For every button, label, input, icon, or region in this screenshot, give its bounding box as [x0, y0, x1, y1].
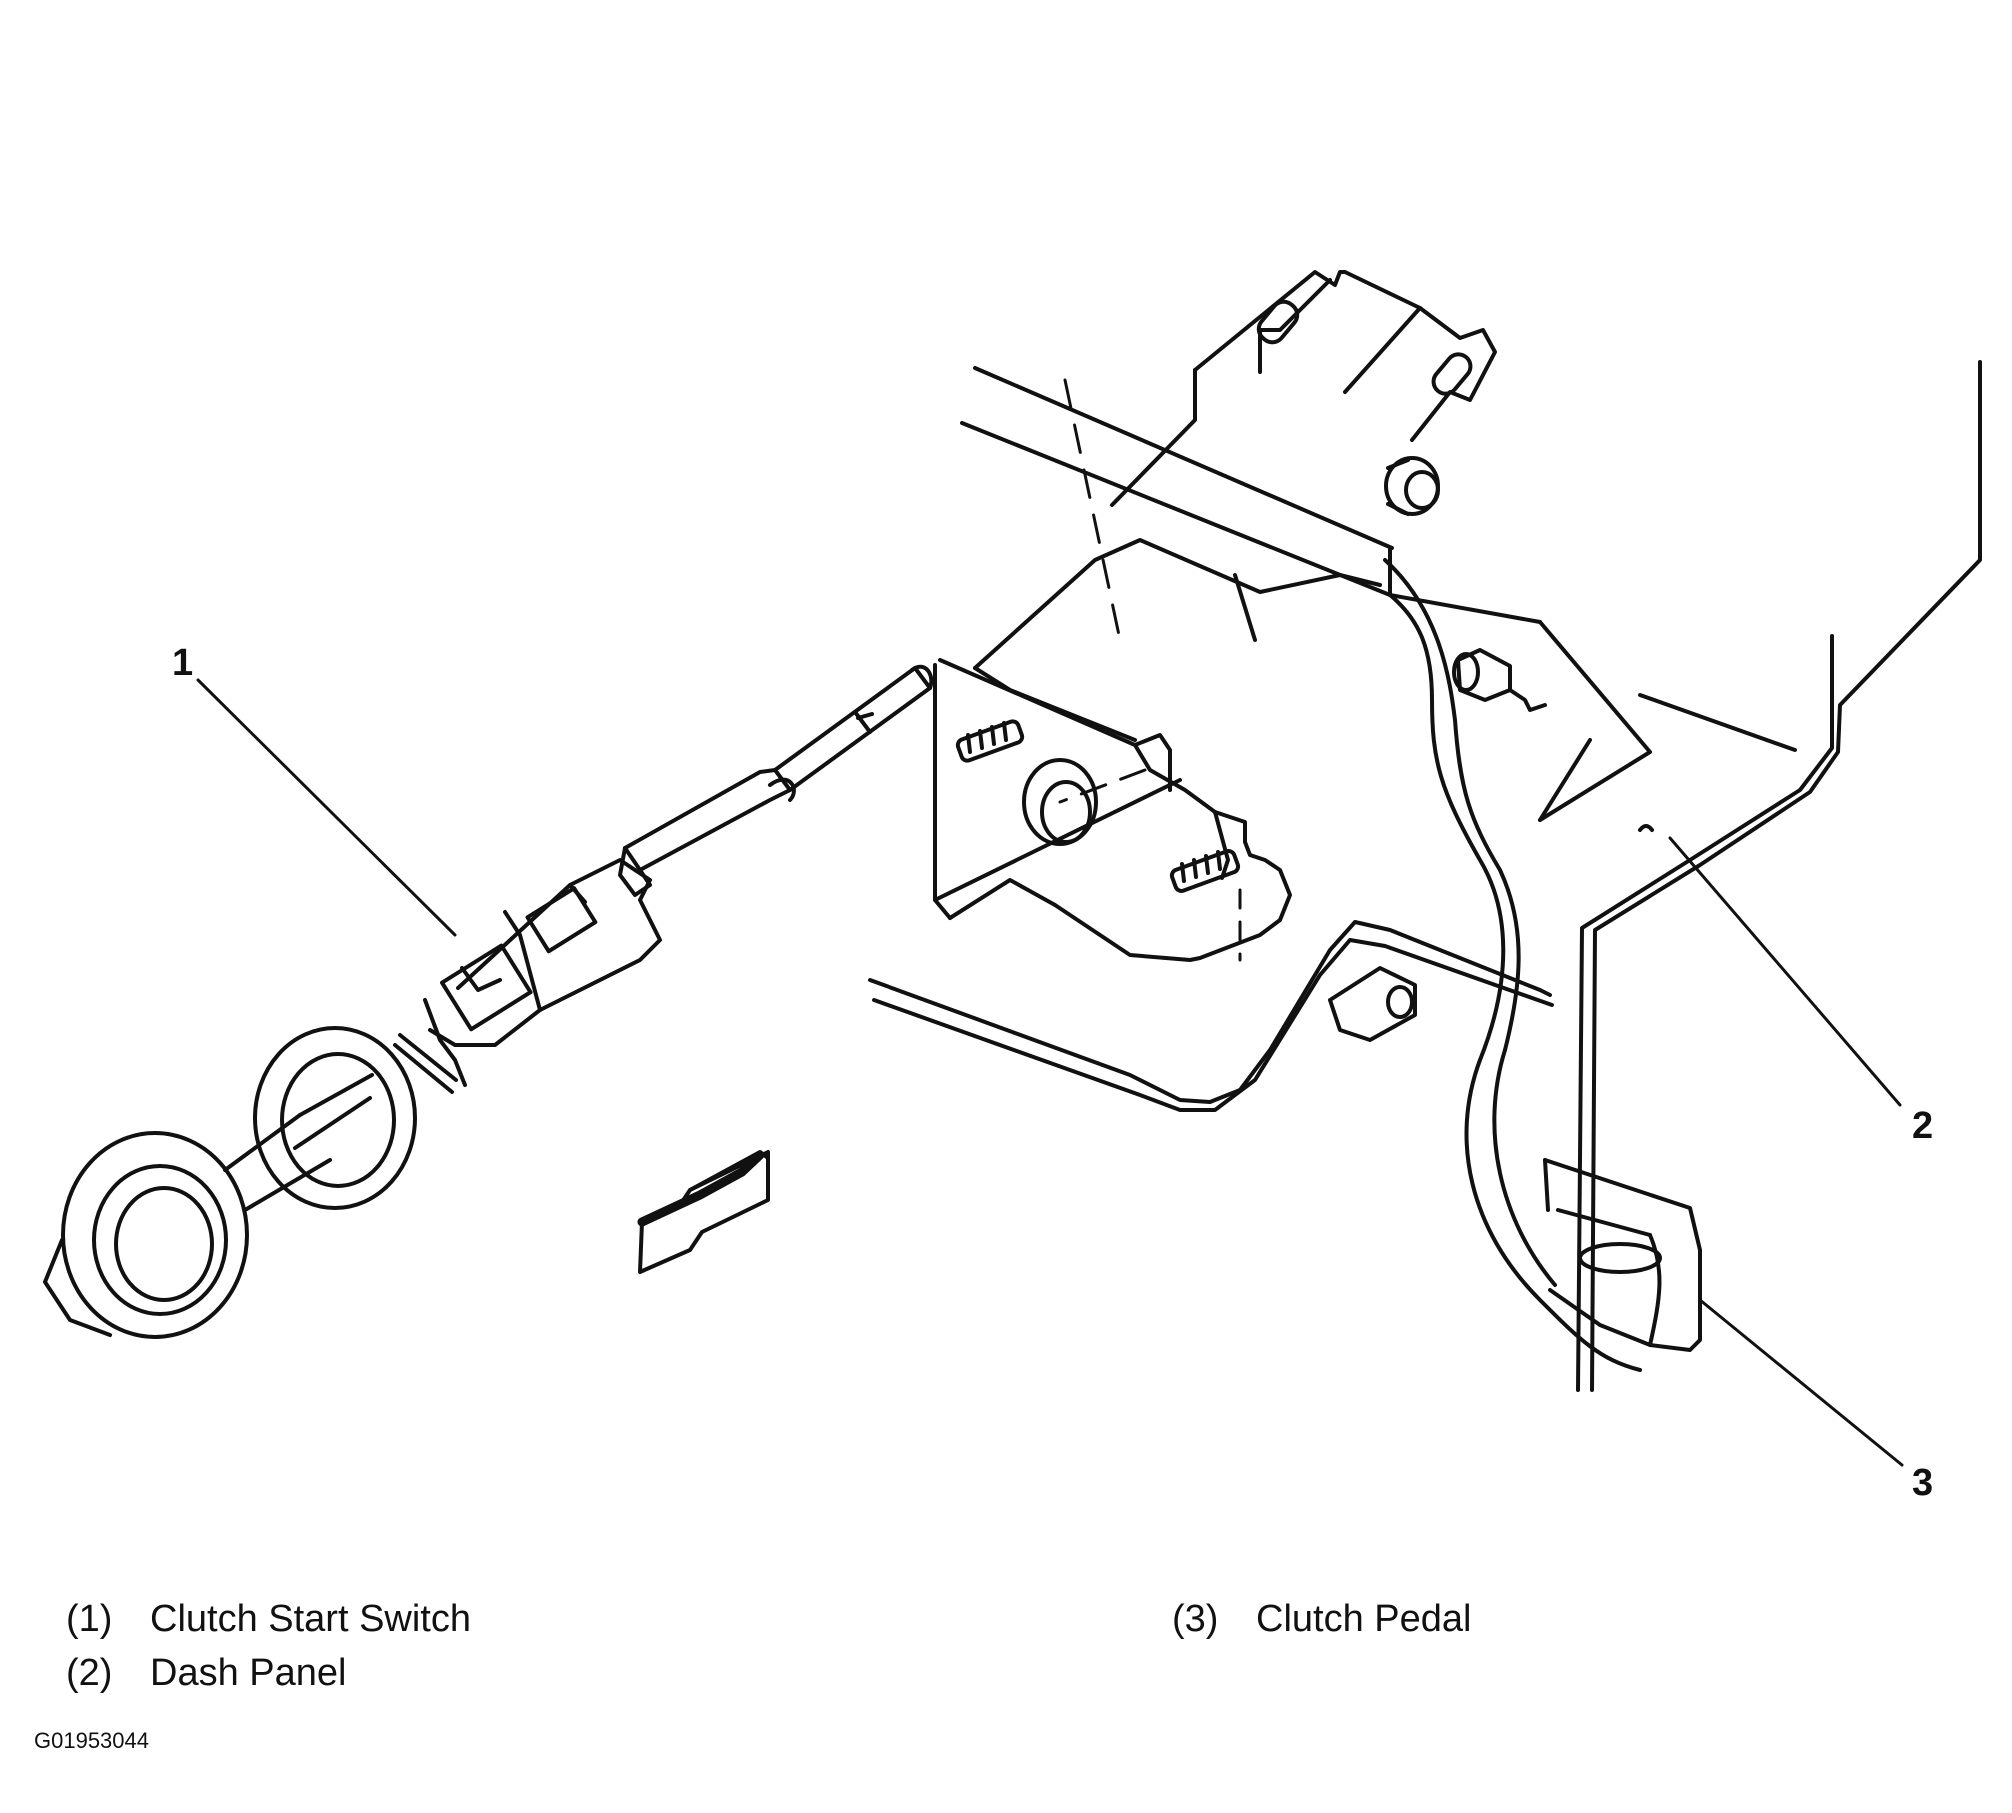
callout-1: 1 — [172, 642, 194, 684]
dash-panel-outline — [1538, 360, 1982, 1392]
leader-lines — [196, 678, 1904, 1467]
callout-2: 2 — [1912, 1105, 1934, 1147]
direction-arrow-icon — [637, 1150, 770, 1274]
pedal-pad — [1543, 1158, 1702, 1352]
bracket-housing — [933, 378, 1382, 962]
legend-item-1: (1) Clutch Start Switch — [66, 1598, 471, 1641]
legend-number: (2) — [66, 1652, 113, 1694]
pedal-arm — [1328, 558, 1642, 1372]
legend-item-3: (3) Clutch Pedal — [1172, 1598, 1471, 1641]
leader-line-1 — [196, 678, 457, 937]
callout-3: 3 — [1912, 1462, 1934, 1504]
pedal-bracket — [1110, 270, 1497, 516]
legend-label: Clutch Pedal — [1256, 1598, 1472, 1640]
cross-member-rails — [960, 366, 1542, 624]
legend-label: Clutch Start Switch — [150, 1598, 471, 1640]
figure-id: G01953044 — [34, 1728, 149, 1753]
clutch-start-switch — [43, 664, 934, 1339]
legend-item-2: (2) Dash Panel — [66, 1652, 346, 1695]
leader-line-3 — [1698, 1298, 1904, 1467]
legend-label: Dash Panel — [150, 1652, 347, 1694]
legend-number: (1) — [66, 1598, 113, 1640]
leader-line-2 — [1668, 836, 1902, 1107]
lower-panel-line — [868, 920, 1554, 1112]
legend-number: (3) — [1172, 1598, 1219, 1640]
